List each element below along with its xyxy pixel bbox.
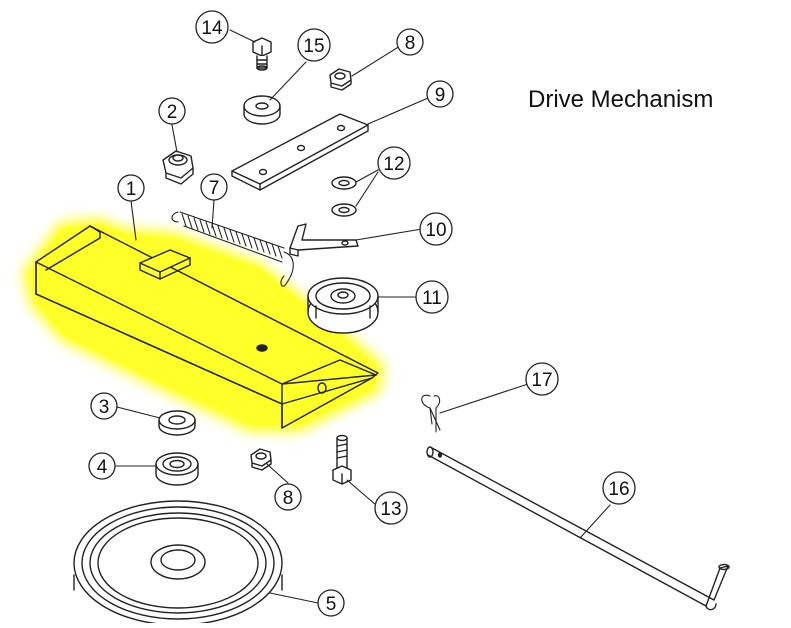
callout-8-top-label: 8	[405, 33, 416, 54]
callout-1: 1	[117, 174, 145, 202]
callout-14-label: 14	[201, 18, 223, 39]
callout-8-bottom-label: 8	[283, 488, 294, 509]
callout-9-label: 9	[435, 85, 446, 106]
part-15-spacer	[243, 95, 281, 125]
callout-3: 3	[90, 392, 118, 420]
callout-2: 2	[158, 97, 186, 125]
part-1-bracket	[35, 225, 379, 429]
part-8-nut-bottom	[250, 448, 272, 471]
part-4-bearing	[155, 452, 199, 486]
part-16-shift-rod	[426, 446, 730, 611]
callout-14: 14	[195, 10, 229, 44]
callout-16: 16	[602, 471, 636, 505]
callout-4-label: 4	[97, 457, 108, 478]
part-8-nut-top	[329, 68, 352, 91]
callout-11: 11	[415, 280, 449, 314]
callout-5-label: 5	[326, 594, 337, 615]
callout-13-label: 13	[380, 499, 401, 520]
callout-15: 15	[297, 28, 331, 62]
part-11-idler-pulley	[307, 277, 379, 334]
callout-7: 7	[200, 173, 228, 201]
callout-4: 4	[88, 452, 116, 480]
callout-1-label: 1	[126, 179, 137, 200]
callout-15-label: 15	[303, 36, 324, 57]
part-10-bent-bracket	[289, 223, 359, 257]
callout-7-label: 7	[209, 178, 220, 199]
callout-13: 13	[374, 491, 408, 525]
part-17-hairpin-clip	[421, 394, 441, 433]
callout-10-label: 10	[425, 220, 446, 241]
callout-2-label: 2	[167, 102, 178, 123]
callout-12: 12	[377, 146, 411, 180]
callout-9: 9	[426, 80, 454, 108]
leader-lines	[114, 29, 611, 604]
callout-3-label: 3	[99, 397, 110, 418]
part-2-hex-nut	[162, 150, 194, 185]
callout-12-label: 12	[383, 154, 404, 175]
callout-5: 5	[317, 589, 345, 617]
part-9-flat-bar	[231, 113, 369, 191]
callout-17: 17	[525, 362, 559, 396]
part-12-washers	[331, 176, 357, 217]
callout-17-label: 17	[531, 370, 552, 391]
part-7-spring	[171, 211, 294, 287]
part-13-bolt	[332, 434, 352, 485]
part-3-washer	[158, 410, 196, 436]
callout-8-top: 8	[396, 28, 424, 56]
callout-8-bottom: 8	[274, 483, 302, 511]
callout-11-label: 11	[422, 288, 442, 309]
callout-16-label: 16	[608, 479, 629, 500]
part-14-bolt-top	[252, 37, 272, 71]
part-5-large-pulley	[73, 500, 283, 626]
callout-10: 10	[419, 212, 453, 246]
diagram-title: Drive Mechanism	[528, 86, 714, 113]
callouts: 1 2 3 4 5 7 8	[88, 10, 636, 617]
